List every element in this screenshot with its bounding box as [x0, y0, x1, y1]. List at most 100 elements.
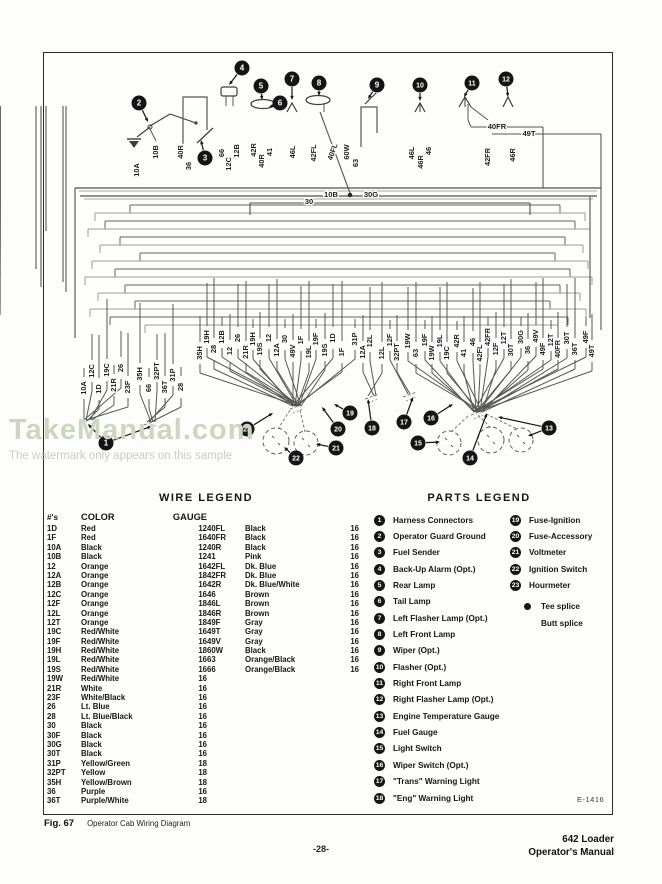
wire-color: Lt. Blue — [81, 702, 110, 712]
part-label: Right Flasher Lamp (Opt.) — [393, 695, 494, 705]
wire-gauge: 18 — [198, 570, 207, 580]
svg-text:63: 63 — [411, 349, 420, 357]
wire-table-left: 1D Red 12 1F Red 16 10A Black 12 10B Bla… — [47, 524, 207, 806]
wire-id: 19S — [47, 664, 61, 674]
svg-text:19H: 19H — [202, 330, 211, 344]
wire-color: Orange — [81, 561, 109, 571]
wire-gauge: 16 — [350, 617, 359, 627]
part-number-badge: 10 — [374, 661, 385, 673]
wire-row: 10B Black 12 — [47, 552, 207, 561]
part-item: 17 "Trans" Warning Light — [374, 774, 514, 790]
wire-row: 12 Orange 16 — [47, 562, 207, 571]
wire-id: 1D — [47, 524, 57, 533]
wire-row: 30G Black 16 — [47, 740, 207, 749]
wire-row: 66 Orange/Black 16 — [207, 665, 359, 674]
wire-color: Black — [245, 533, 266, 543]
wire-id: 49T — [207, 627, 221, 637]
svg-text:66: 66 — [217, 149, 226, 157]
wire-color: Black — [81, 739, 102, 749]
svg-text:1D: 1D — [328, 333, 337, 343]
wire-color: Red/White — [81, 636, 120, 646]
wire-row: 31P Yellow/Green 18 — [47, 759, 207, 768]
svg-text:42R: 42R — [249, 143, 258, 157]
splice-symbol-icon — [524, 603, 531, 611]
wire-color: Brown — [245, 608, 270, 618]
wire-table-right: 40FL Black 16 40FR Black 16 40R Black 16… — [207, 524, 359, 674]
wire-color: Orange — [81, 570, 109, 580]
wire-row: 12F Orange 18 — [47, 599, 207, 608]
svg-text:19L: 19L — [435, 334, 444, 347]
wire-id: 19H — [47, 646, 62, 656]
wire-row: 40R Black 16 — [207, 543, 359, 552]
svg-text:12F: 12F — [491, 342, 500, 355]
part-item: 23 Hourmeter — [510, 577, 614, 593]
parts-column-right: 19 Fuse-Ignition 20 Fuse-Accessory 21 Vo… — [510, 512, 614, 632]
part-item: 4 Back-Up Alarm (Opt.) — [374, 561, 514, 577]
svg-text:36: 36 — [523, 346, 532, 354]
header-color: COLOR — [81, 512, 115, 522]
wire-color: Dk. Blue/White — [245, 580, 300, 590]
svg-text:49V: 49V — [531, 329, 540, 342]
wire-id: 12T — [47, 617, 61, 627]
wire-gauge: 16 — [198, 655, 207, 665]
wire-row: 10A Black 12 — [47, 543, 207, 552]
svg-text:4: 4 — [240, 64, 245, 73]
svg-text:7: 7 — [290, 75, 295, 84]
wire-gauge: 16 — [198, 693, 207, 703]
svg-text:19: 19 — [346, 410, 354, 417]
wire-row: 63 Orange/Black 16 — [207, 655, 359, 664]
part-label: Engine Temperature Gauge — [393, 711, 500, 721]
wire-row: 19L Red/White 16 — [47, 655, 207, 664]
part-item: 20 Fuse-Accessory — [510, 528, 614, 544]
svg-text:12A: 12A — [272, 343, 281, 357]
svg-text:12C: 12C — [224, 157, 233, 171]
part-item: 8 Left Front Lamp — [374, 626, 514, 642]
svg-text:30: 30 — [305, 197, 313, 206]
part-label: Tail Lamp — [393, 597, 431, 607]
svg-text:35H: 35H — [195, 346, 204, 360]
part-number-badge: 8 — [374, 629, 385, 641]
wire-gauge: 16 — [198, 721, 207, 731]
wire-color: Red/White — [81, 627, 120, 637]
wire-row: 19S Red/White 16 — [47, 665, 207, 674]
svg-text:19F: 19F — [420, 333, 429, 346]
wire-gauge: 16 — [350, 580, 359, 590]
svg-text:19W: 19W — [403, 333, 412, 348]
part-number-badge: 19 — [510, 514, 521, 526]
wire-id: 40FL — [207, 524, 226, 533]
wire-id: 26 — [47, 702, 56, 712]
wire-gauge: 16 — [350, 608, 359, 618]
svg-text:21R: 21R — [109, 378, 118, 392]
figure-caption-line: Fig. 67 Operator Cab Wiring Diagram — [44, 818, 190, 829]
wire-row: 21R White 16 — [47, 684, 207, 693]
part-number-badge: 3 — [374, 547, 385, 559]
part-label: Wiper Switch (Opt.) — [393, 760, 469, 770]
wire-color: Red/White — [81, 664, 120, 674]
part-label: Left Flasher Lamp (Opt.) — [393, 613, 488, 623]
svg-text:12T: 12T — [499, 331, 508, 344]
part-number-badge: 15 — [374, 743, 385, 755]
svg-text:26: 26 — [116, 364, 125, 372]
page-number: -28- — [312, 844, 329, 854]
part-label: Wiper (Opt.) — [393, 646, 440, 656]
part-label: Operator Guard Ground — [393, 532, 486, 542]
svg-text:19S: 19S — [320, 343, 329, 356]
wire-color: Orange — [81, 599, 109, 609]
svg-text:12C: 12C — [87, 364, 96, 378]
part-item: 14 Fuel Gauge — [374, 724, 514, 740]
wire-id: 46 — [207, 589, 216, 599]
wire-legend-title: WIRE LEGEND — [158, 492, 254, 504]
wire-row: 60W Black 16 — [207, 646, 359, 655]
wire-row: 49F Gray 16 — [207, 618, 359, 627]
part-number-badge: 12 — [374, 694, 385, 706]
svg-text:19C: 19C — [442, 346, 451, 360]
svg-text:9: 9 — [375, 81, 380, 90]
wire-color: Red — [81, 533, 96, 543]
diagram-code: E-1416 — [577, 795, 605, 804]
wire-gauge: 16 — [198, 561, 207, 571]
part-number-badge: 22 — [510, 563, 521, 575]
part-item: 21 Voltmeter — [510, 545, 614, 561]
part-label: "Eng" Warning Light — [393, 793, 474, 803]
wire-gauge: 16 — [350, 533, 359, 543]
